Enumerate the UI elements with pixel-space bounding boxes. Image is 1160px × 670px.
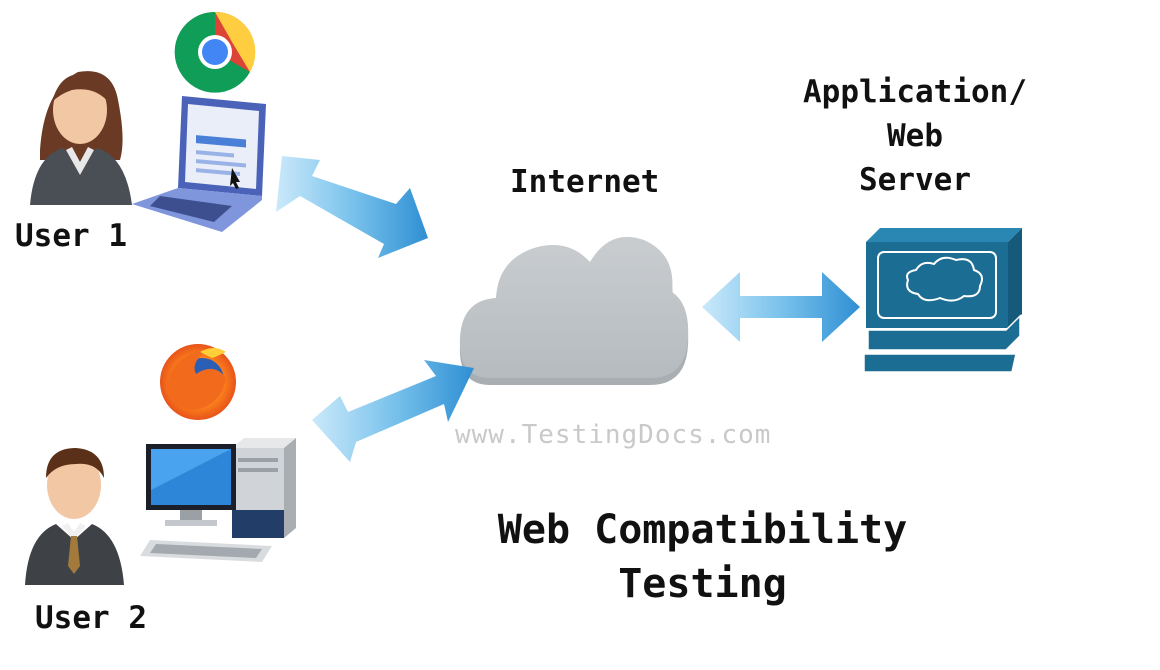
diagram-title-line-1: Web Compatibility [497,507,908,553]
internet-label: Internet [510,164,660,200]
watermark-text: www.TestingDocs.com [455,420,772,450]
user-2-label: User 2 [35,600,147,636]
firefox-logo-icon [160,344,236,420]
server-label: Application/ Web Server [775,70,1055,202]
arrow-internet-server [702,272,860,342]
laptop-icon [132,96,266,232]
diagram-title: Web Compatibility Testing [470,503,935,611]
user-1-label: User 1 [15,218,127,254]
chrome-logo-icon [174,11,256,93]
male-user-icon [25,448,124,585]
server-label-line-2: Web [887,118,943,154]
server-terminal-icon [863,228,1022,373]
diagram-title-line-2: Testing [618,561,787,607]
desktop-computer-icon [140,438,296,562]
female-user-icon [30,71,132,205]
cloud-icon [459,236,689,385]
server-label-line-1: Application/ [803,74,1027,110]
server-label-line-3: Server [859,162,971,198]
arrow-user1-internet [276,156,428,258]
arrow-user2-internet [312,360,474,462]
